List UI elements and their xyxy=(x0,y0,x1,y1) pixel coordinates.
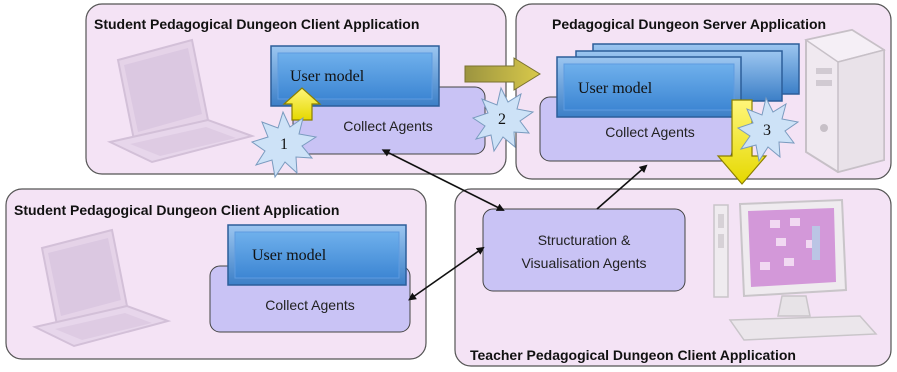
step2-right-arrow xyxy=(464,57,541,91)
step-badge-2: 2 xyxy=(471,86,535,153)
user-model-box-server: User model xyxy=(556,56,742,118)
client-bottom-title: Student Pedagogical Dungeon Client Appli… xyxy=(14,202,339,218)
step1-up-arrow xyxy=(282,87,322,121)
laptop-icon xyxy=(106,38,256,164)
step-number-2: 2 xyxy=(498,111,506,128)
step3-down-arrow xyxy=(716,99,768,185)
step-number-1: 1 xyxy=(280,136,288,153)
collect-agents-label: Collect Agents xyxy=(343,118,433,134)
user-model-label: User model xyxy=(578,80,653,97)
connector-arrow-structuration-to-server xyxy=(596,164,648,210)
desktop-computer-icon xyxy=(713,198,878,341)
structuration-label-line1: Structuration & xyxy=(538,232,631,248)
server-tower-icon xyxy=(804,28,886,174)
user-model-label: User model xyxy=(252,247,327,264)
laptop-icon xyxy=(32,228,172,348)
structuration-label-line2: Visualisation Agents xyxy=(521,255,646,271)
user-model-stack-server: User model xyxy=(556,43,800,118)
client-top-title: Student Pedagogical Dungeon Client Appli… xyxy=(94,16,419,32)
server-title: Pedagogical Dungeon Server Application xyxy=(552,16,826,32)
step-number-3: 3 xyxy=(763,122,771,139)
structuration-agents-box: Structuration & Visualisation Agents xyxy=(482,208,686,292)
user-model-box-bottom: User model xyxy=(227,224,407,286)
connector-arrow-bottom-to-structuration xyxy=(408,246,485,301)
step-badge-1: 1 xyxy=(250,110,318,179)
step-badge-3: 3 xyxy=(736,96,800,163)
collect-agents-label: Collect Agents xyxy=(605,124,695,140)
connector-arrow-top-to-structuration xyxy=(381,149,505,211)
user-model-label: User model xyxy=(290,68,365,85)
collect-agents-label: Collect Agents xyxy=(265,297,355,313)
teacher-title: Teacher Pedagogical Dungeon Client Appli… xyxy=(470,347,796,363)
